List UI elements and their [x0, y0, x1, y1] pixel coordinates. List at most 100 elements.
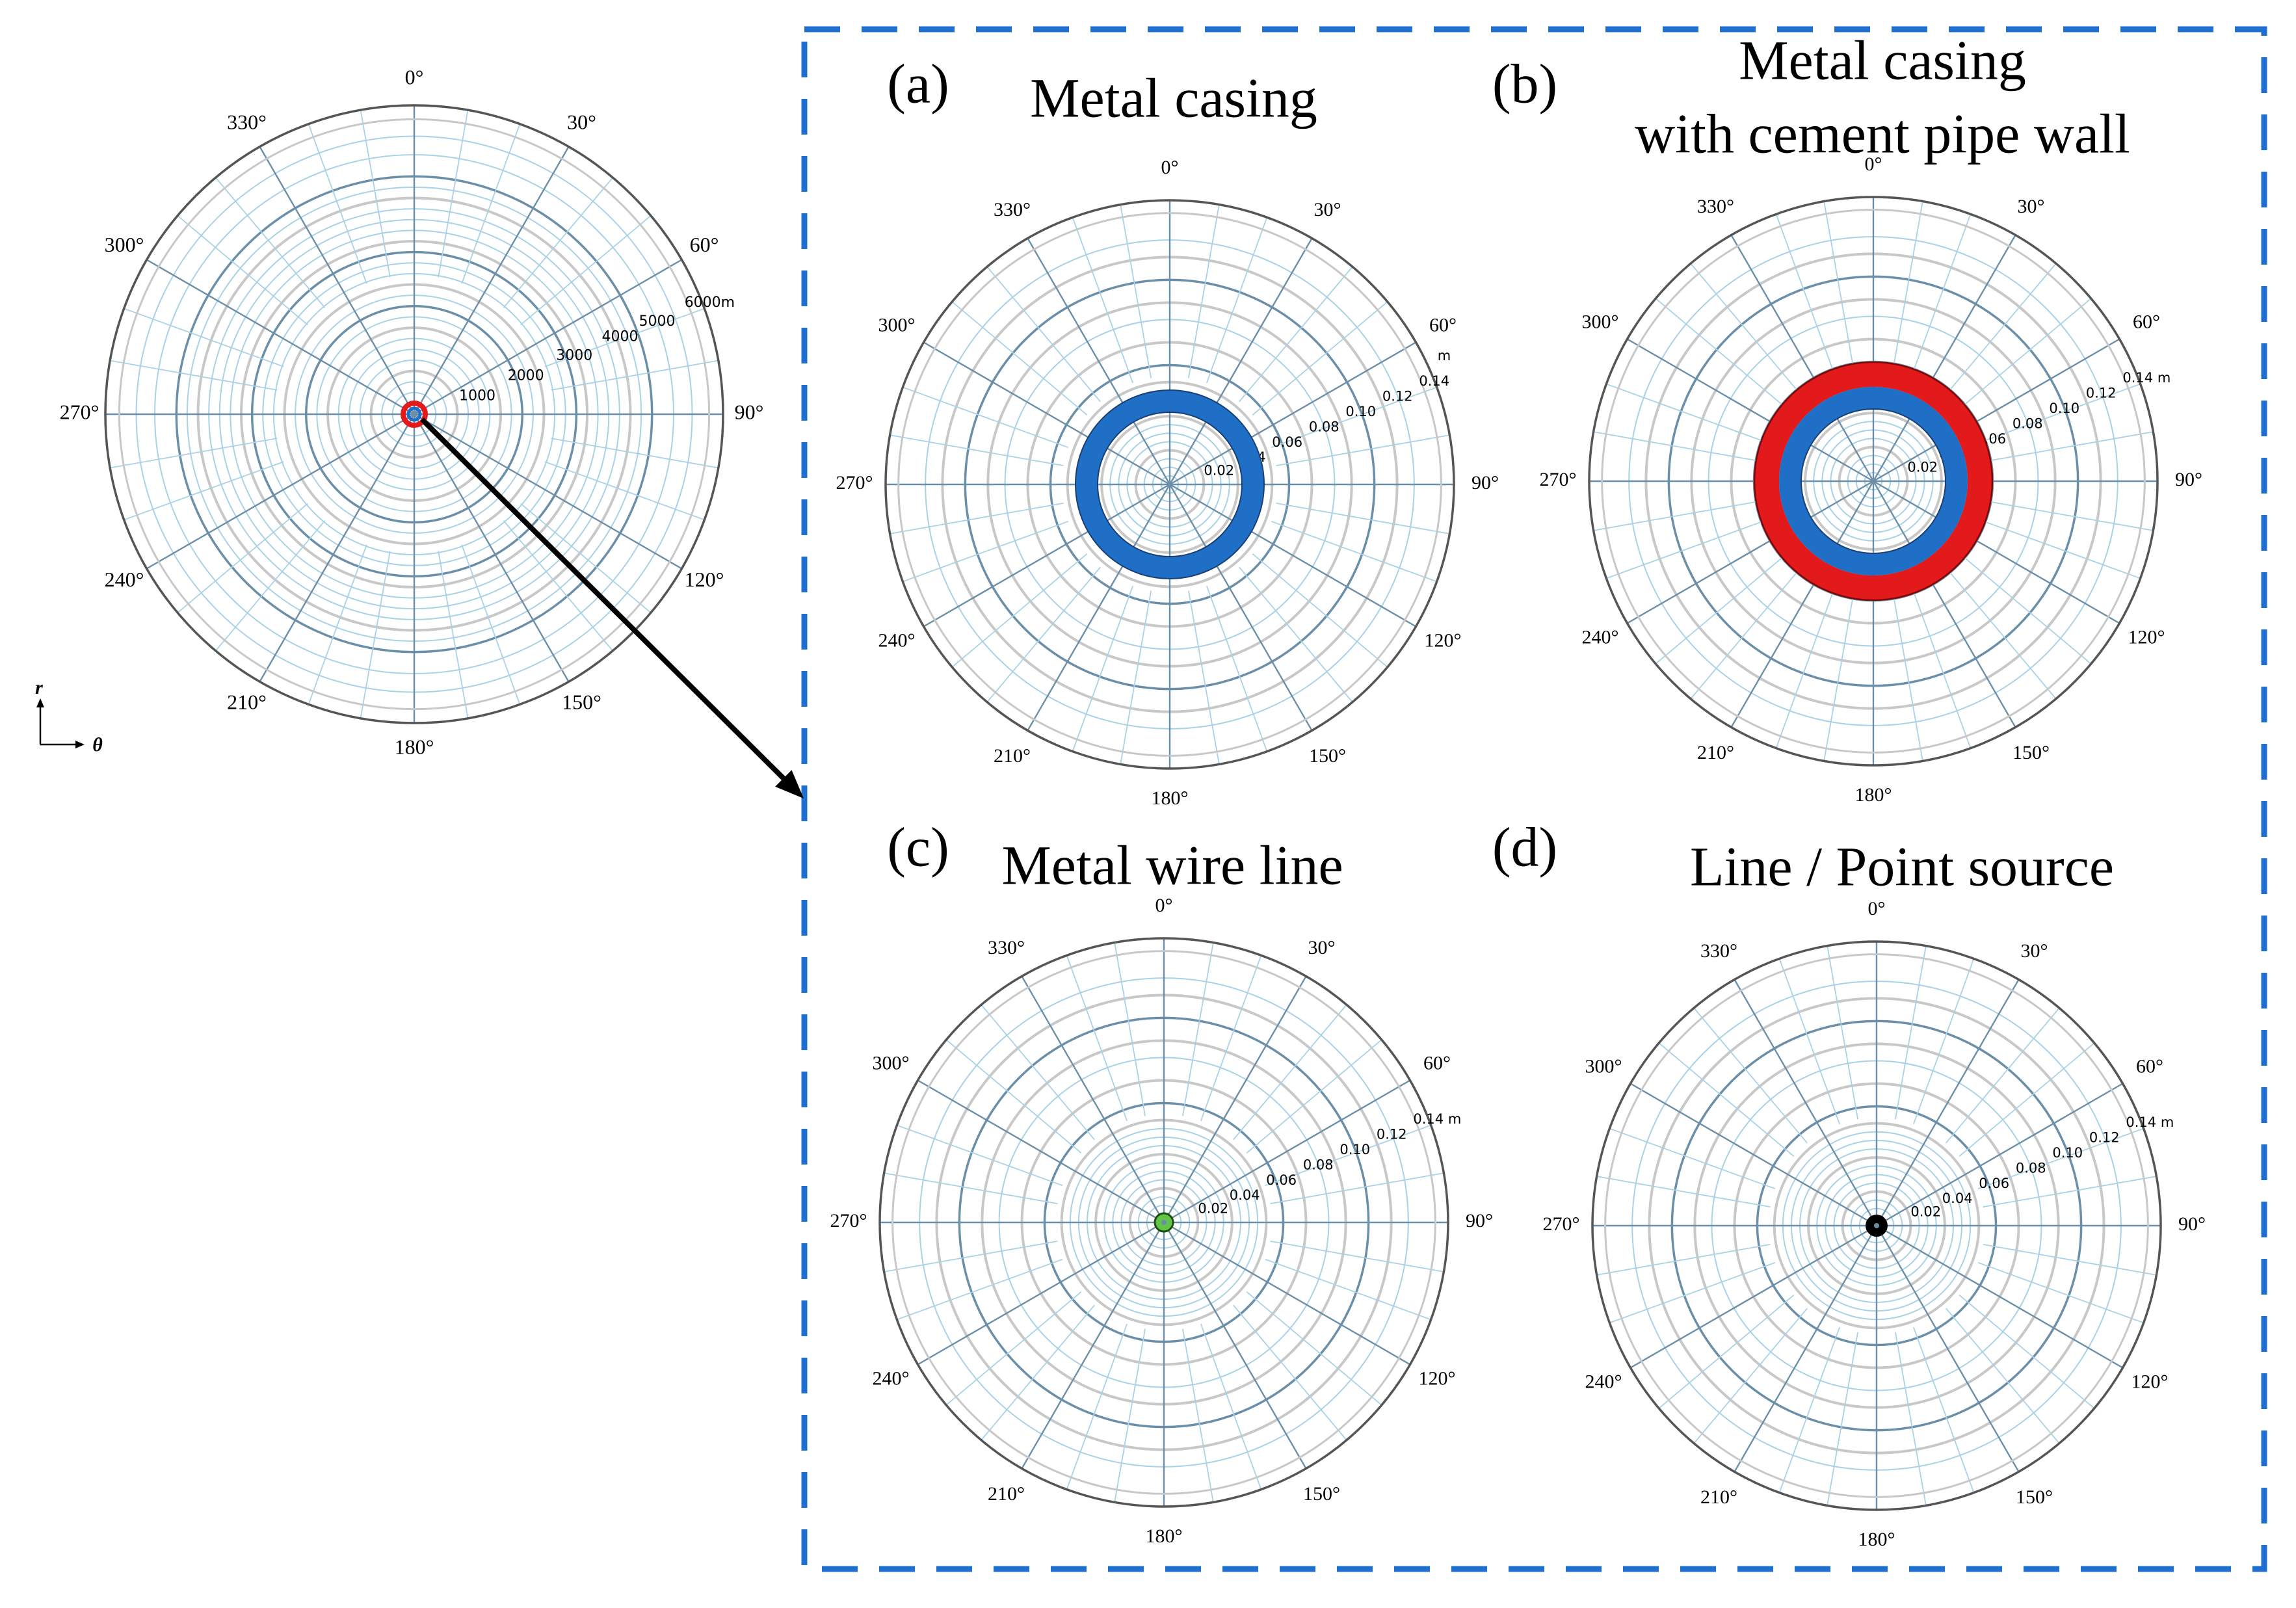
minor-spoke: [986, 266, 1101, 402]
angle-label: 330°: [227, 110, 267, 133]
angle-label: 300°: [1585, 1055, 1622, 1077]
minor-spoke: [1239, 266, 1353, 402]
minor-spoke: [1246, 1039, 1382, 1153]
plot-outline: [1588, 196, 2159, 767]
origin-dot: [1874, 1223, 1879, 1228]
minor-spoke: [1983, 1243, 2157, 1276]
major-spoke: [1730, 234, 1875, 482]
minor-spoke: [551, 438, 719, 469]
minor-spoke: [1276, 502, 1450, 534]
major-spoke: [413, 146, 570, 415]
major-spoke: [1163, 1221, 1411, 1365]
angle-label: 210°: [1697, 742, 1734, 763]
major-spoke: [1163, 1079, 1411, 1224]
minor-spoke: [1206, 217, 1268, 384]
radial-tick-label: 0.12: [2086, 386, 2117, 401]
radial-tick-label: 0.10: [1339, 1142, 1370, 1157]
minor-spoke: [1271, 386, 1437, 449]
minor-spoke: [884, 1240, 1058, 1272]
radial-tick-label: 0.04: [1942, 1191, 1973, 1206]
major-spoke: [917, 1079, 1165, 1224]
major-spoke: [1872, 234, 2016, 482]
minor-spoke: [897, 1124, 1063, 1187]
angle-label: 120°: [1425, 629, 1462, 651]
major-spoke: [1873, 338, 2120, 482]
minor-spoke: [1942, 563, 2057, 700]
radial-tick-label: 0.12: [1377, 1127, 1407, 1142]
radial-tick-label: 1000: [459, 388, 495, 404]
major-spoke: [414, 259, 682, 415]
radial-tick-label: 0.06: [1979, 1176, 2009, 1191]
plot-outline: [884, 199, 1455, 770]
minor-spoke: [903, 386, 1069, 449]
major-spoke: [1873, 480, 2120, 624]
panel-tag: (b): [1492, 53, 1557, 115]
angle-label: 0°: [1155, 895, 1173, 916]
origin-dot: [1871, 479, 1876, 484]
angle-label: 240°: [878, 629, 916, 651]
angle-label: 270°: [1540, 469, 1577, 490]
minor-spoke: [1200, 955, 1262, 1122]
minor-spoke: [890, 502, 1064, 534]
minor-spoke: [1690, 263, 1804, 399]
minor-spoke: [1265, 1124, 1431, 1187]
minor-spoke: [520, 503, 652, 614]
major-spoke: [413, 414, 570, 682]
angle-label: 180°: [1152, 787, 1189, 809]
radial-unit-label: m: [1438, 348, 1451, 363]
minor-spoke: [1593, 431, 1767, 464]
polar-grid: 0°30°60°90°120°150°180°210°240°270°300°3…: [836, 157, 1499, 809]
polar-grid: 0°30°60°90°120°150°180°210°240°270°300°3…: [1540, 153, 2203, 806]
panel-tag: (d): [1492, 816, 1557, 878]
metal-casing-ring: [1779, 387, 1968, 575]
radial-tick-label: 6000m: [685, 295, 735, 311]
grid-circle: [891, 950, 1436, 1495]
minor-spoke: [981, 1004, 1095, 1140]
minor-spoke: [1775, 582, 1838, 748]
minor-spoke: [1894, 945, 1927, 1120]
major-spoke: [1734, 1225, 1878, 1473]
radial-tick-label: 0.06: [1272, 434, 1302, 450]
minor-spoke: [308, 124, 367, 284]
minor-spoke: [1891, 201, 1923, 375]
minor-spoke: [1946, 1007, 2060, 1144]
radial-tick-label: 0.10: [1345, 404, 1376, 419]
minor-spoke: [308, 544, 367, 705]
radial-tick-label: 0.14 m: [1413, 1111, 1461, 1127]
minor-spoke: [1265, 1258, 1431, 1321]
minor-spoke: [215, 520, 326, 652]
major-spoke: [1163, 1222, 1307, 1470]
major-spoke: [923, 483, 1170, 627]
angle-label: 240°: [873, 1367, 910, 1389]
minor-spoke: [1912, 1326, 1975, 1493]
radial-tick-label: 0.10: [2049, 401, 2079, 416]
major-spoke: [1630, 1224, 1877, 1369]
minor-spoke: [1979, 431, 2154, 464]
minor-spoke: [1181, 942, 1214, 1116]
minor-spoke: [981, 1304, 1095, 1441]
minor-spoke: [1270, 1240, 1444, 1272]
radial-tick-label: 2000: [508, 368, 544, 384]
major-spoke: [1027, 237, 1171, 485]
radial-tick-label: 0.08: [1309, 419, 1339, 434]
angle-label: 330°: [988, 937, 1025, 958]
angle-label: 300°: [878, 314, 916, 336]
major-spoke: [1876, 1083, 2124, 1227]
minor-spoke: [1974, 517, 2141, 579]
major-spoke: [1168, 484, 1313, 732]
minor-spoke: [1979, 499, 2154, 531]
minor-spoke: [1066, 1323, 1128, 1490]
minor-spoke: [124, 461, 284, 521]
angle-label: 240°: [1582, 626, 1619, 648]
major-spoke: [1169, 483, 1417, 627]
angle-label: 60°: [2136, 1055, 2163, 1077]
minor-spoke: [1187, 590, 1220, 765]
radial-tick-label: 0.08: [2016, 1160, 2046, 1176]
minor-spoke: [1114, 1328, 1146, 1503]
minor-spoke: [1977, 1261, 2144, 1324]
major-spoke: [414, 413, 682, 570]
angle-label: 30°: [1314, 199, 1341, 220]
angle-label: 90°: [2178, 1213, 2206, 1235]
